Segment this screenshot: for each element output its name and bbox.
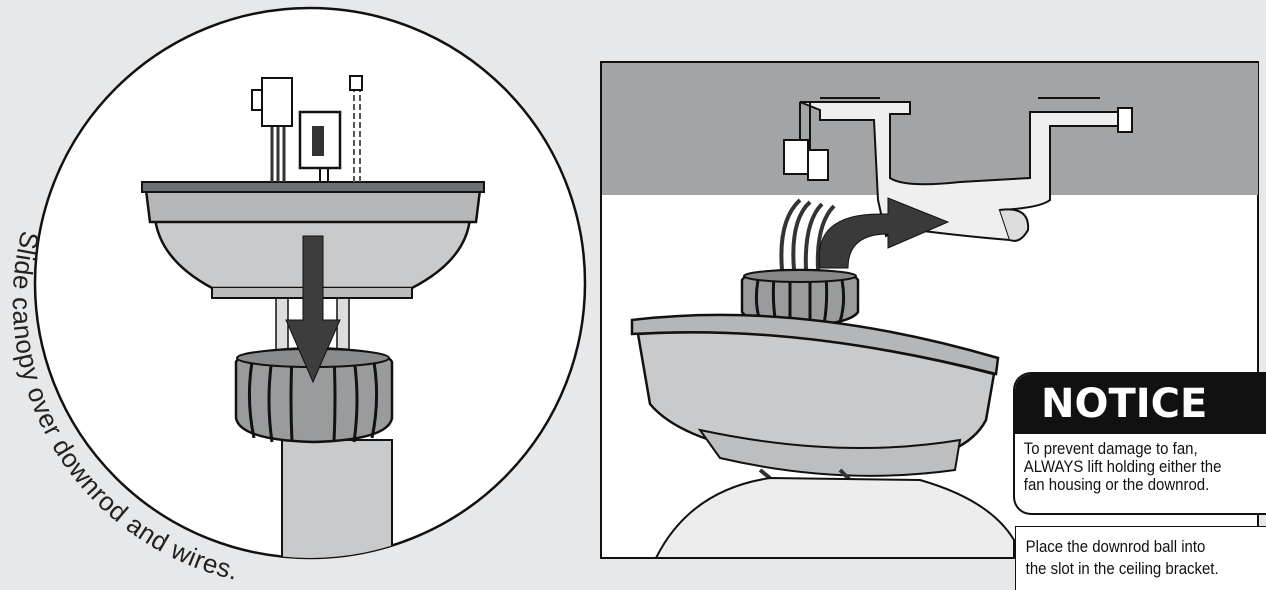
left-detail-circle [33,6,587,560]
notice-heading: NOTICE [1015,374,1266,434]
ceiling [602,63,1258,195]
right-arrow-icon [818,197,950,269]
right-panel [600,61,1259,559]
down-arrow-icon [285,235,341,384]
notice-body: To prevent damage to fan, ALWAYS lift ho… [1023,439,1222,494]
fan-housing [630,313,1015,559]
right-caption: Place the downrod ball into the slot in … [1025,537,1219,578]
right-caption-box: Place the downrod ball into the slot in … [1015,526,1266,590]
wire-connectors [251,75,363,182]
notice-box: NOTICE To prevent damage to fan, ALWAYS … [1013,372,1266,515]
